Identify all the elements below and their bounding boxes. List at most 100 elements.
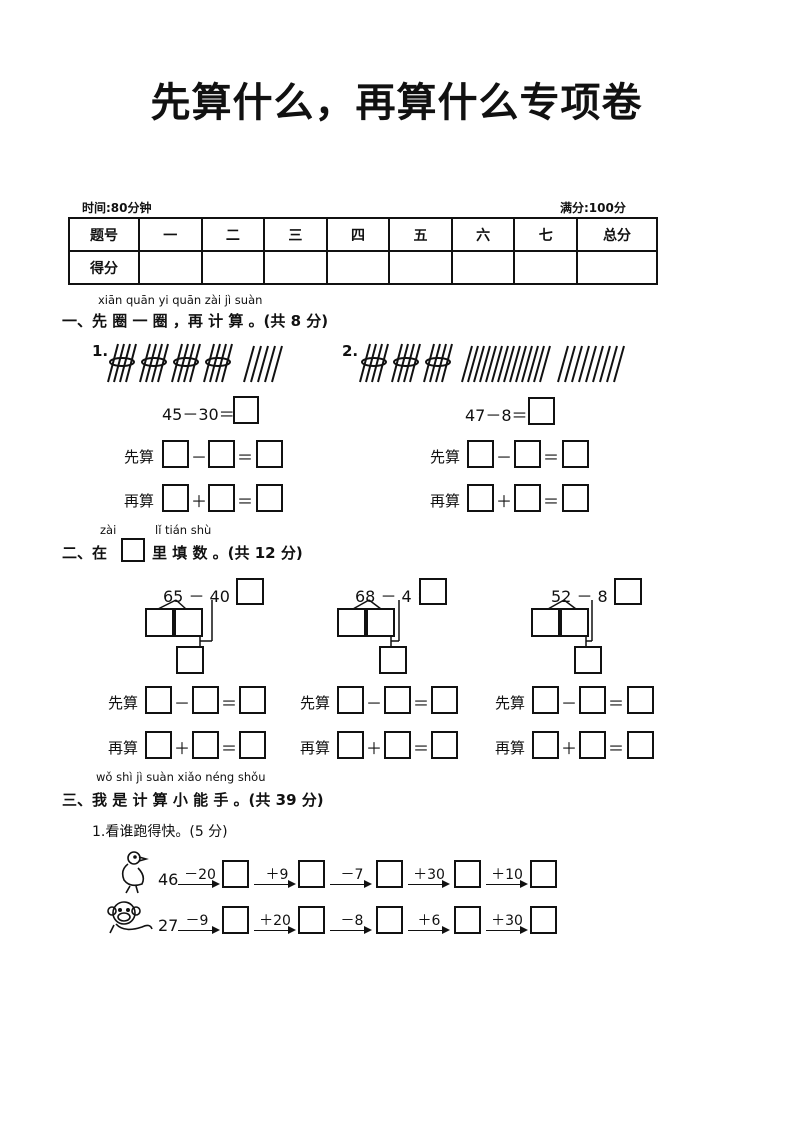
answer-box[interactable] — [233, 396, 259, 424]
arrow-icon — [442, 880, 450, 888]
plus-sign: ＋ — [496, 492, 513, 511]
answer-box[interactable] — [192, 686, 219, 714]
plus-sign: ＋ — [191, 492, 208, 511]
answer-box[interactable] — [208, 484, 235, 512]
plus-sign: ＋ — [561, 739, 578, 758]
page-title: 先算什么，再算什么专项卷 — [150, 80, 643, 126]
answer-box[interactable] — [222, 906, 249, 934]
score-table-score-row: 得分 — [68, 250, 658, 285]
answer-box[interactable] — [256, 440, 283, 468]
answer-box[interactable] — [366, 608, 395, 637]
score-input-cell[interactable] — [450, 250, 516, 285]
answer-box[interactable] — [337, 608, 366, 637]
score-input-cell[interactable] — [200, 250, 266, 285]
score-header-cell: 总分 — [576, 217, 658, 252]
answer-box[interactable] — [532, 731, 559, 759]
chain-op-label: －8 — [340, 913, 364, 929]
answer-box[interactable] — [514, 440, 541, 468]
answer-box[interactable] — [145, 608, 174, 637]
answer-box[interactable] — [376, 906, 403, 934]
answer-box[interactable] — [176, 646, 204, 674]
answer-box[interactable] — [208, 440, 235, 468]
answer-box[interactable] — [431, 686, 458, 714]
equals-sign: ＝ — [413, 694, 430, 713]
answer-box[interactable] — [579, 686, 606, 714]
chain-op-label: －20 — [184, 867, 216, 883]
answer-box[interactable] — [560, 608, 589, 637]
score-input-cell[interactable] — [513, 250, 578, 285]
answer-box[interactable] — [528, 397, 555, 425]
answer-box[interactable] — [222, 860, 249, 888]
answer-box[interactable] — [239, 686, 266, 714]
equals-sign: ＝ — [608, 739, 625, 758]
answer-box[interactable] — [337, 686, 364, 714]
answer-box[interactable] — [431, 731, 458, 759]
arrow-line — [254, 884, 290, 885]
score-table: 题号 一 二 三 四 五 六 七 总分 得分 — [68, 217, 658, 285]
score-input-cell[interactable] — [263, 250, 328, 285]
equals-sign: ＝ — [608, 694, 625, 713]
arrow-line — [408, 884, 444, 885]
answer-box[interactable] — [562, 484, 589, 512]
equals-sign: ＝ — [543, 448, 560, 467]
decompose-expression: 52 － 8 ＝ — [551, 587, 629, 606]
answer-box[interactable] — [614, 578, 642, 605]
answer-box[interactable] — [337, 731, 364, 759]
answer-box[interactable] — [162, 440, 189, 468]
score-header-cell: 题号 — [68, 217, 140, 252]
answer-box[interactable] — [530, 860, 557, 888]
answer-box[interactable] — [627, 686, 654, 714]
score-header-cell: 六 — [450, 217, 516, 252]
answer-box[interactable] — [298, 860, 325, 888]
answer-box[interactable] — [531, 608, 560, 637]
answer-box[interactable] — [384, 731, 411, 759]
arrow-line — [330, 930, 366, 931]
answer-box[interactable] — [419, 578, 447, 605]
answer-box[interactable] — [532, 686, 559, 714]
arrow-icon — [442, 926, 450, 934]
score-input-cell[interactable] — [138, 250, 203, 285]
question1-title: 1.看谁跑得快。(5 分) — [92, 824, 228, 840]
answer-box[interactable] — [627, 731, 654, 759]
answer-box[interactable] — [514, 484, 541, 512]
answer-box[interactable] — [467, 440, 494, 468]
score-input-cell[interactable] — [325, 250, 391, 285]
answer-box[interactable] — [562, 440, 589, 468]
first-label: 先算 — [300, 694, 331, 712]
answer-box[interactable] — [192, 731, 219, 759]
minus-sign: － — [174, 694, 191, 713]
answer-box[interactable] — [256, 484, 283, 512]
answer-box[interactable] — [174, 608, 203, 637]
problem2-number: 2. — [342, 342, 359, 360]
answer-box[interactable] — [145, 731, 172, 759]
equals-sign: ＝ — [237, 492, 254, 511]
answer-box[interactable] — [467, 484, 494, 512]
answer-box[interactable] — [162, 484, 189, 512]
score-input-cell[interactable] — [576, 250, 658, 285]
answer-box[interactable] — [236, 578, 264, 605]
arrow-icon — [288, 880, 296, 888]
duck-icon — [121, 851, 149, 894]
plus-sign: ＋ — [174, 739, 191, 758]
answer-box[interactable] — [454, 860, 481, 888]
answer-box[interactable] — [379, 646, 407, 674]
answer-box[interactable] — [145, 686, 172, 714]
score-header-cell: 二 — [200, 217, 266, 252]
equals-sign: ＝ — [413, 739, 430, 758]
split-lines — [547, 599, 593, 647]
answer-box[interactable] — [298, 906, 325, 934]
answer-box[interactable] — [384, 686, 411, 714]
arrow-icon — [364, 880, 372, 888]
answer-box[interactable] — [239, 731, 266, 759]
answer-box[interactable] — [454, 906, 481, 934]
answer-box[interactable] — [376, 860, 403, 888]
chain-op-label: ＋30 — [413, 867, 445, 883]
answer-box[interactable] — [574, 646, 602, 674]
score-input-cell[interactable] — [388, 250, 453, 285]
answer-box[interactable] — [579, 731, 606, 759]
full-score: 满分:100分 — [560, 201, 626, 215]
answer-box[interactable] — [530, 906, 557, 934]
first-label: 先算 — [495, 694, 526, 712]
arrow-line — [330, 884, 366, 885]
section2-pinyin: lǐ tián shù — [155, 523, 212, 537]
